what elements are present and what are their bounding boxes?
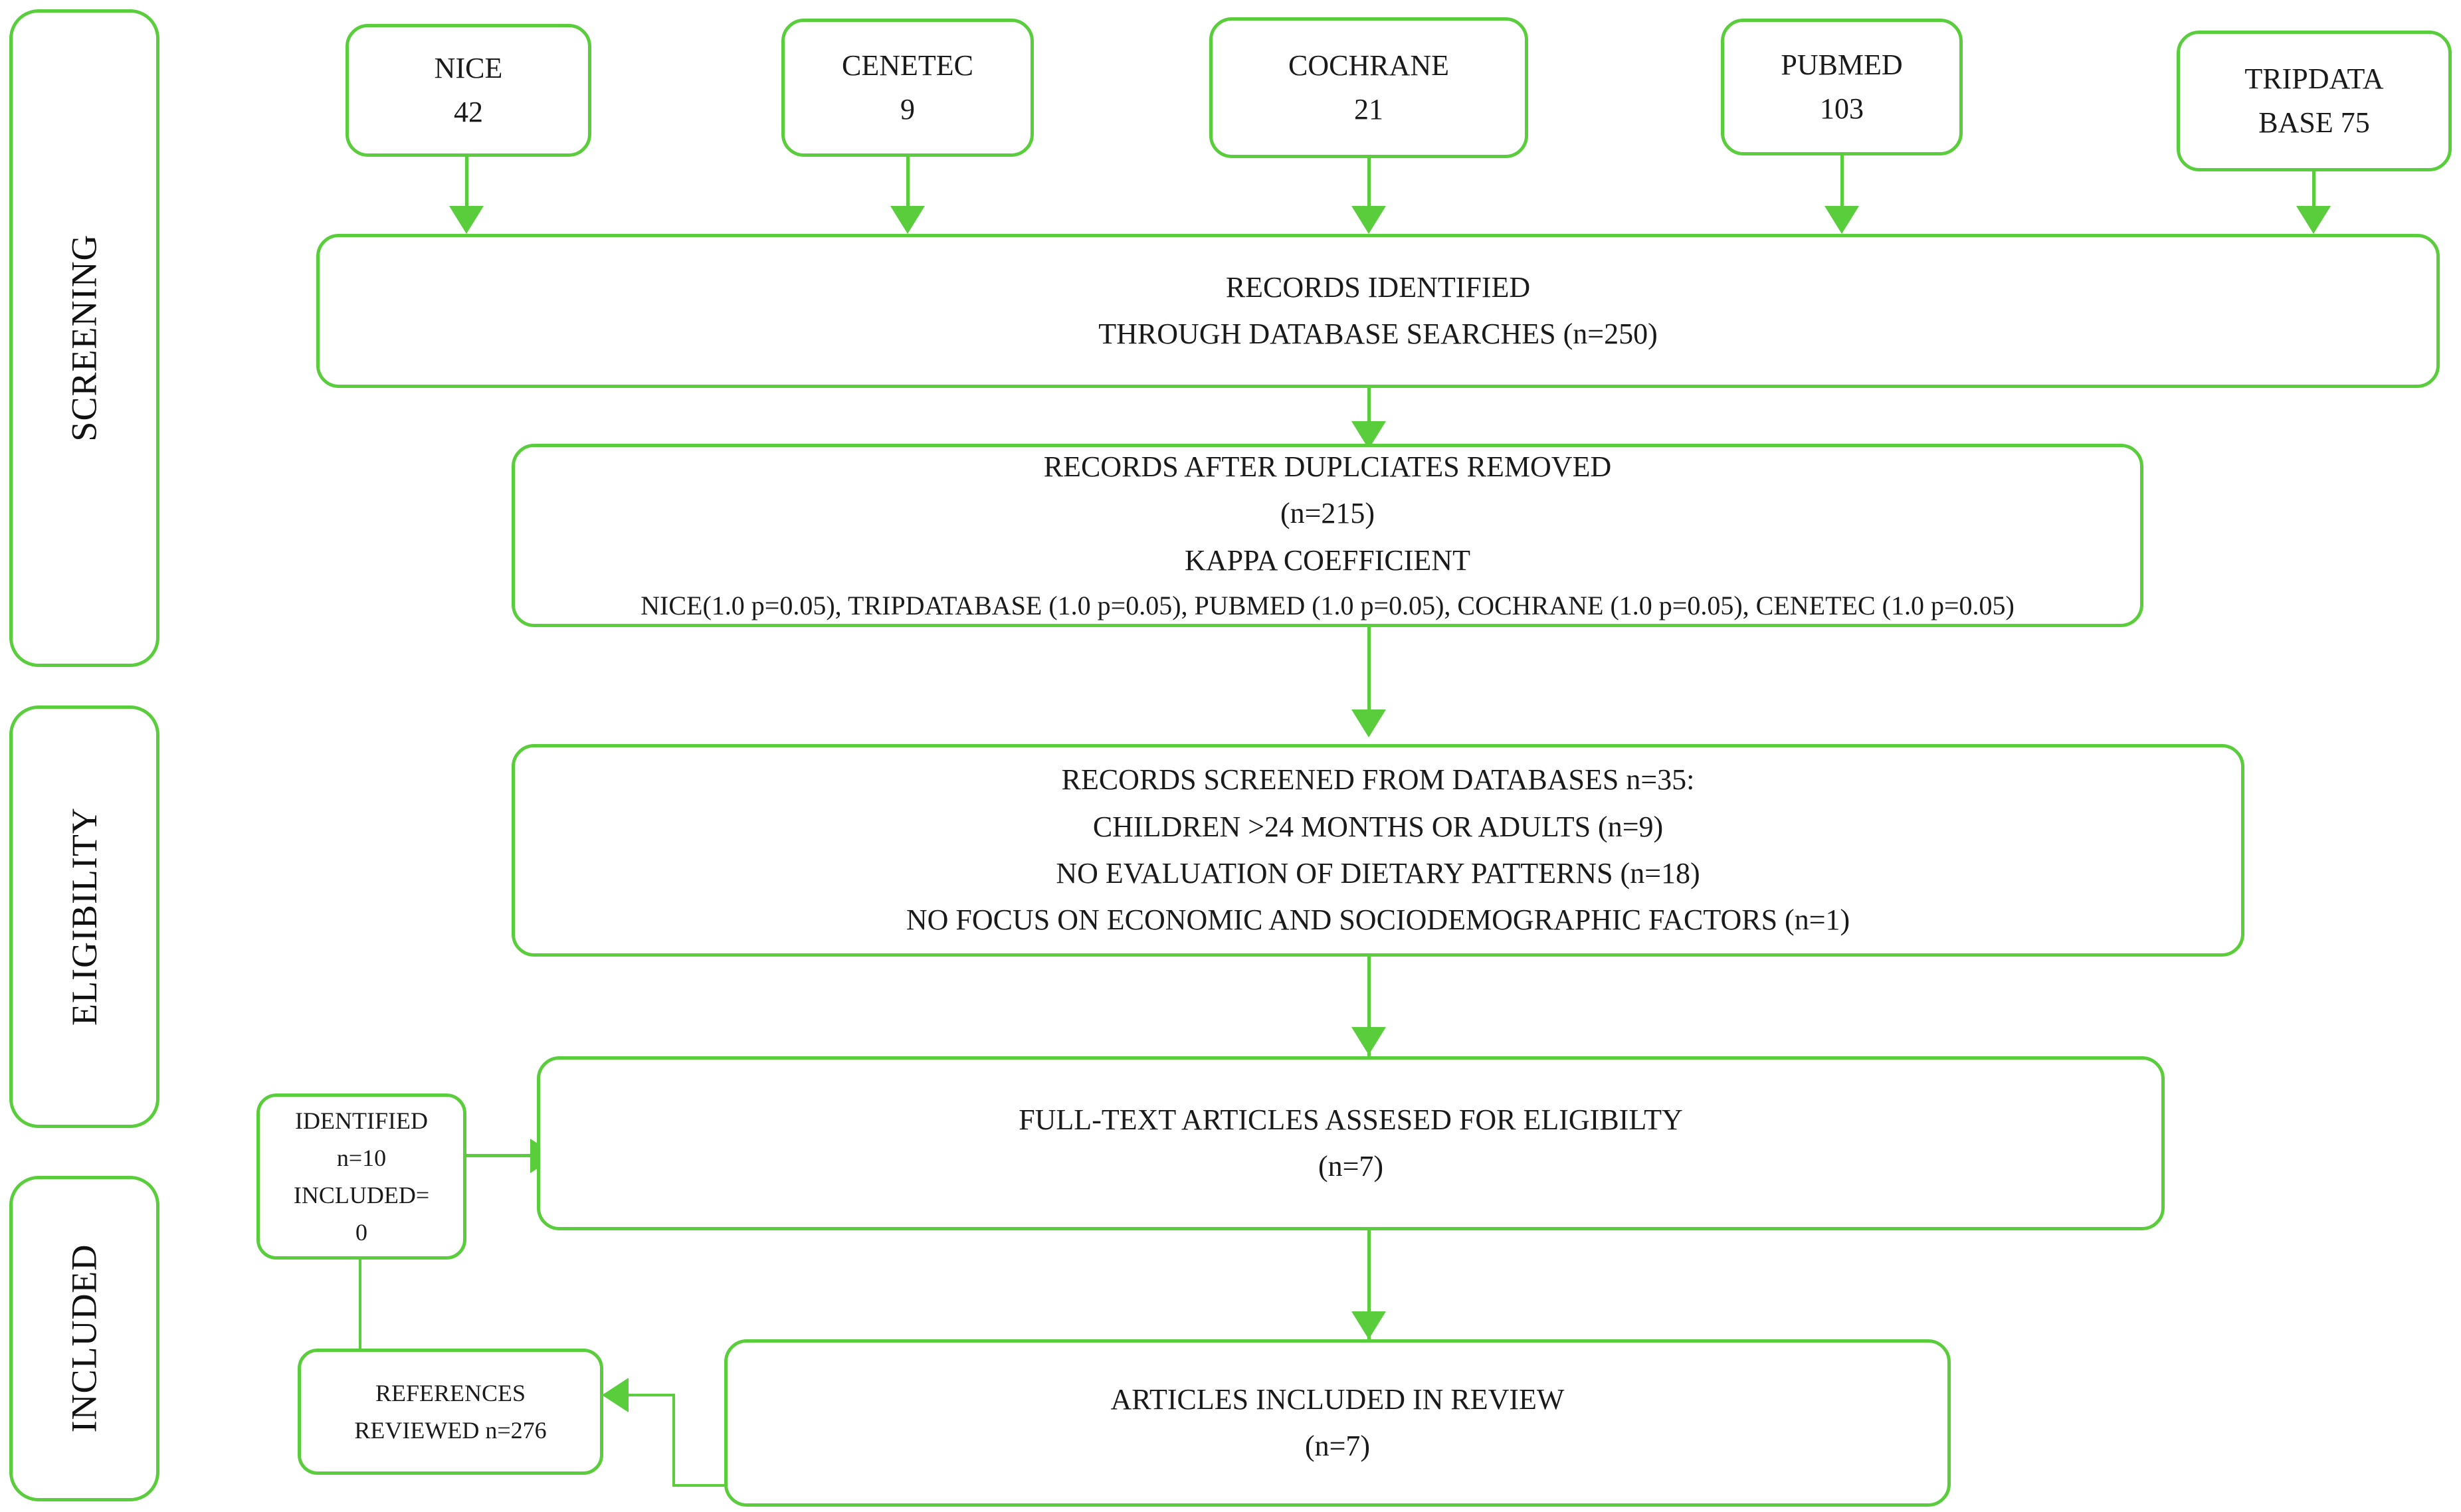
records-screened-line1: RECORDS SCREENED FROM DATABASES n=35: [1061, 763, 1695, 797]
arrowhead-cochrane [1351, 206, 1386, 234]
stage-articles-included: ARTICLES INCLUDED IN REVIEW (n=7) [724, 1339, 1951, 1507]
identified-extra-line4: 0 [355, 1219, 367, 1246]
connector-included-to-references-horizontal-top [629, 1394, 675, 1396]
source-box-cenetec: CENETEC 9 [781, 19, 1034, 157]
connector-cochrane-to-identified [1367, 158, 1371, 209]
source-count-cenetec: 9 [900, 93, 915, 126]
articles-included-line1: ARTICLES INCLUDED IN REVIEW [1110, 1382, 1565, 1416]
arrowhead-nice [449, 206, 484, 234]
duplicates-removed-line2: (n=215) [1280, 497, 1375, 530]
duplicates-removed-line3: KAPPA COEFFICIENT [1185, 543, 1470, 577]
phase-screening-label: SCREENING [64, 234, 104, 442]
records-screened-exclusion-2: NO EVALUATION OF DIETARY PATTERNS (n=18) [1056, 857, 1700, 890]
connector-tripdatabase-to-identified [2312, 171, 2315, 209]
source-count-pubmed: 103 [1820, 92, 1864, 125]
source-count-cochrane: 21 [1354, 93, 1383, 126]
arrowhead-fulltext-to-included [1351, 1311, 1386, 1339]
duplicates-removed-kappa-line: NICE(1.0 p=0.05), TRIPDATABASE (1.0 p=0.… [640, 590, 2015, 620]
source-box-nice: NICE 42 [345, 24, 591, 157]
arrowhead-screened-to-fulltext [1351, 1027, 1386, 1055]
references-reviewed-line2: REVIEWED n=276 [354, 1417, 547, 1444]
connector-dedup-to-screened [1367, 627, 1371, 727]
identified-extra-line2: n=10 [336, 1144, 387, 1171]
connector-extra-to-references [359, 1260, 361, 1353]
source-name-pubmed: PUBMED [1781, 48, 1903, 81]
source-box-pubmed: PUBMED 103 [1721, 19, 1963, 155]
arrowhead-dedup-to-screened [1351, 709, 1386, 737]
source-count-tripdatabase: BASE 75 [2258, 106, 2370, 139]
connector-included-to-references-vertical [672, 1394, 675, 1487]
source-name-nice: NICE [434, 51, 503, 84]
fulltext-line2: (n=7) [1318, 1150, 1384, 1182]
connector-identified-to-dedup [1367, 388, 1371, 441]
stage-fulltext-articles: FULL-TEXT ARTICLES ASSESED FOR ELIGIBILT… [537, 1056, 2165, 1230]
source-box-tripdatabase: TRIPDATA BASE 75 [2177, 31, 2452, 171]
side-box-references-reviewed: REFERENCES REVIEWED n=276 [298, 1349, 603, 1475]
arrowhead-tripdatabase [2296, 206, 2331, 234]
records-screened-exclusion-1: CHILDREN >24 MONTHS OR ADULTS (n=9) [1092, 810, 1664, 843]
source-name-cochrane: COCHRANE [1288, 48, 1450, 82]
phase-included: INCLUDED [9, 1176, 159, 1501]
phase-eligibility: ELIGIBILITY [9, 706, 159, 1128]
stage-records-screened: RECORDS SCREENED FROM DATABASES n=35: CH… [512, 744, 2244, 957]
phase-included-label: INCLUDED [64, 1244, 104, 1433]
connector-nice-to-identified [465, 157, 468, 209]
stage-records-identified: RECORDS IDENTIFIED THROUGH DATABASE SEAR… [316, 234, 2440, 388]
articles-included-line2: (n=7) [1304, 1430, 1371, 1462]
fulltext-line1: FULL-TEXT ARTICLES ASSESED FOR ELIGIBILT… [1019, 1103, 1683, 1136]
records-identified-line2: THROUGH DATABASE SEARCHES (n=250) [1098, 318, 1658, 350]
phase-screening: SCREENING [9, 9, 159, 667]
arrowhead-cenetec [890, 206, 925, 234]
stage-duplicates-removed: RECORDS AFTER DUPLCIATES REMOVED (n=215)… [512, 444, 2143, 627]
records-identified-line1: RECORDS IDENTIFIED [1225, 270, 1531, 304]
references-reviewed-line1: REFERENCES [375, 1379, 526, 1406]
source-box-cochrane: COCHRANE 21 [1209, 17, 1528, 158]
identified-extra-line1: IDENTIFIED [295, 1107, 428, 1134]
connector-pubmed-to-identified [1840, 155, 1844, 209]
connector-included-to-references-horizontal-bottom [672, 1484, 752, 1487]
duplicates-removed-line1: RECORDS AFTER DUPLCIATES REMOVED [1043, 450, 1612, 483]
arrowhead-included-to-references [602, 1378, 629, 1412]
source-name-cenetec: CENETEC [842, 48, 973, 82]
connector-extra-to-fulltext [465, 1154, 536, 1157]
source-name-tripdatabase: TRIPDATA [2244, 62, 2384, 95]
arrowhead-pubmed [1824, 206, 1859, 234]
records-screened-exclusion-3: NO FOCUS ON ECONOMIC AND SOCIODEMOGRAPHI… [906, 903, 1850, 937]
phase-eligibility-label: ELIGIBILITY [64, 807, 104, 1026]
source-count-nice: 42 [454, 96, 483, 128]
side-box-identified-extra: IDENTIFIED n=10 INCLUDED= 0 [256, 1093, 466, 1260]
connector-cenetec-to-identified [906, 157, 910, 209]
identified-extra-line3: INCLUDED= [293, 1182, 430, 1208]
connector-fulltext-to-included [1367, 1230, 1371, 1343]
connector-screened-to-fulltext [1367, 957, 1371, 1056]
